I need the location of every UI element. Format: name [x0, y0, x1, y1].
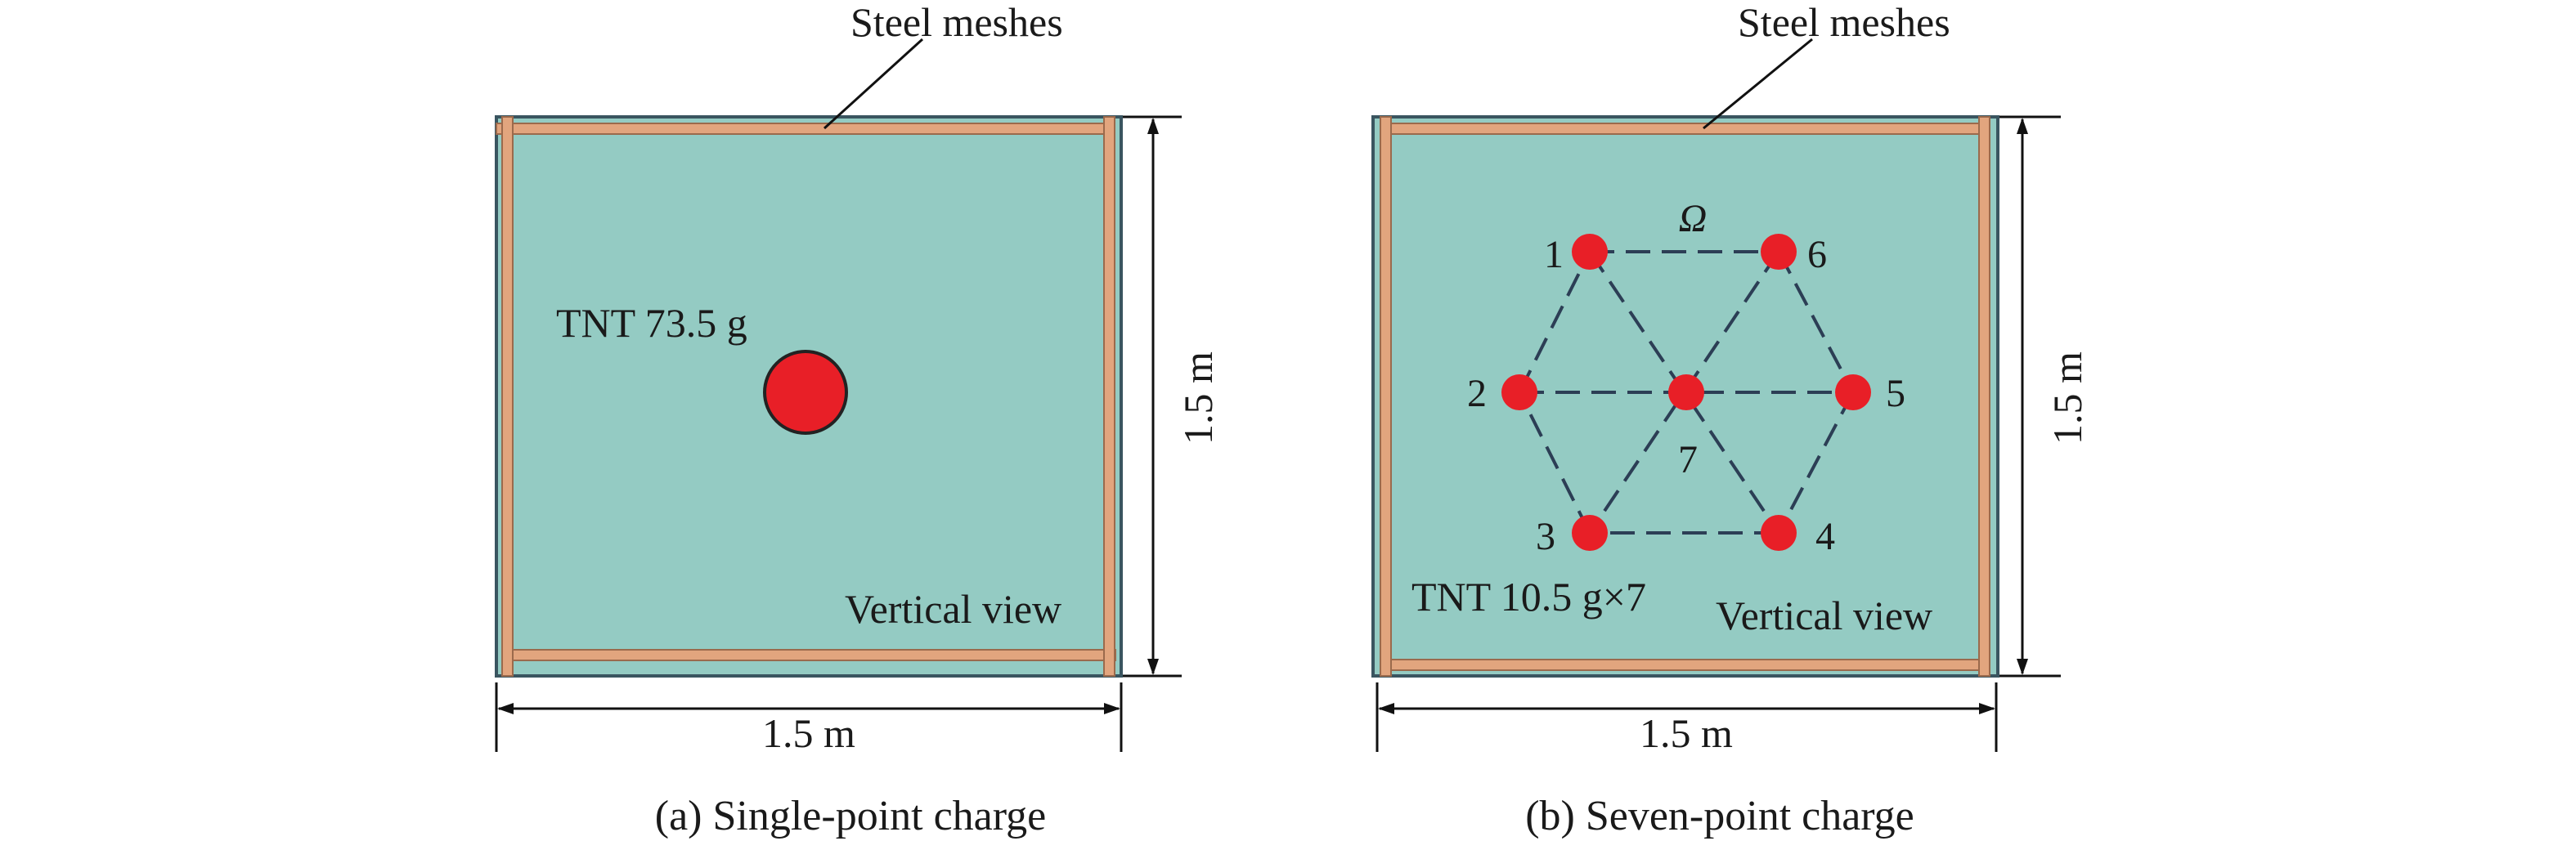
width-dimension-a: 1.5 m — [495, 682, 1123, 756]
height-label-a: 1.5 m — [1175, 351, 1221, 445]
charge-point-a — [763, 350, 848, 435]
caption-b: (b) Seven-point charge — [1525, 793, 1914, 839]
spoke-6-3 — [1588, 250, 1780, 535]
height-dimension-a: 1.5 m — [1123, 115, 1221, 678]
panel-b: 1 2 3 4 5 6 7 Ω TNT 10.5 g×7 Vertical vi… — [1371, 0, 2090, 839]
point-label-6: 6 — [1807, 233, 1827, 276]
mesh-bar-bottom-a — [503, 649, 1116, 661]
mesh-bar-right-a — [1103, 116, 1115, 677]
charge-point-1 — [1572, 234, 1608, 270]
view-label-a: Vertical view — [845, 586, 1061, 632]
point-label-1: 1 — [1544, 233, 1564, 276]
mesh-leader-b — [1703, 38, 1813, 130]
mesh-bar-right-b — [1978, 116, 1990, 677]
steel-mesh-b — [1380, 116, 1990, 677]
width-label-b: 1.5 m — [1640, 710, 1733, 756]
width-dimension-b: 1.5 m — [1376, 682, 1998, 756]
mesh-bar-top-a — [496, 123, 1112, 135]
charge-point-5 — [1835, 374, 1871, 410]
panel-a: TNT 73.5 g Vertical view Steel meshes 1.… — [495, 0, 1221, 839]
mesh-bar-left-b — [1380, 116, 1392, 677]
charge-point-7 — [1668, 374, 1704, 410]
caption-a: (a) Single-point charge — [655, 793, 1046, 839]
point-label-2: 2 — [1467, 372, 1487, 415]
point-label-5: 5 — [1886, 372, 1905, 415]
charge-point-2 — [1501, 374, 1537, 410]
spoke-1-4 — [1588, 250, 1780, 535]
charge-points-b — [1501, 234, 1871, 551]
charge-label-a: TNT 73.5 g — [556, 300, 747, 346]
mesh-bar-top-b — [1380, 123, 1990, 135]
edge-5-4 — [1777, 391, 1855, 534]
mesh-bar-bottom-b — [1380, 659, 1990, 671]
view-label-b: Vertical view — [1716, 593, 1932, 638]
point-label-3: 3 — [1536, 515, 1555, 558]
height-label-b: 1.5 m — [2044, 351, 2090, 445]
edge-6-5 — [1777, 251, 1855, 393]
point-label-7: 7 — [1678, 438, 1698, 481]
mesh-label-a: Steel meshes — [850, 0, 1063, 45]
height-dimension-b: 1.5 m — [1999, 115, 2090, 678]
point-label-4: 4 — [1815, 515, 1835, 558]
mesh-bar-left-a — [501, 116, 514, 677]
charge-point-labels: 1 2 3 4 5 6 7 Ω — [1467, 197, 1905, 558]
edge-2-1 — [1518, 251, 1591, 393]
mesh-leader-a — [823, 38, 924, 130]
charge-label-b: TNT 10.5 g×7 — [1411, 574, 1646, 620]
steel-mesh-a — [496, 116, 1116, 677]
charge-point-3 — [1572, 515, 1608, 551]
mesh-label-b: Steel meshes — [1738, 0, 1950, 45]
charge-point-4 — [1761, 515, 1797, 551]
edge-3-2 — [1518, 391, 1591, 534]
width-label-a: 1.5 m — [762, 710, 855, 756]
charge-point-6 — [1761, 234, 1797, 270]
omega-label: Ω — [1679, 197, 1708, 240]
